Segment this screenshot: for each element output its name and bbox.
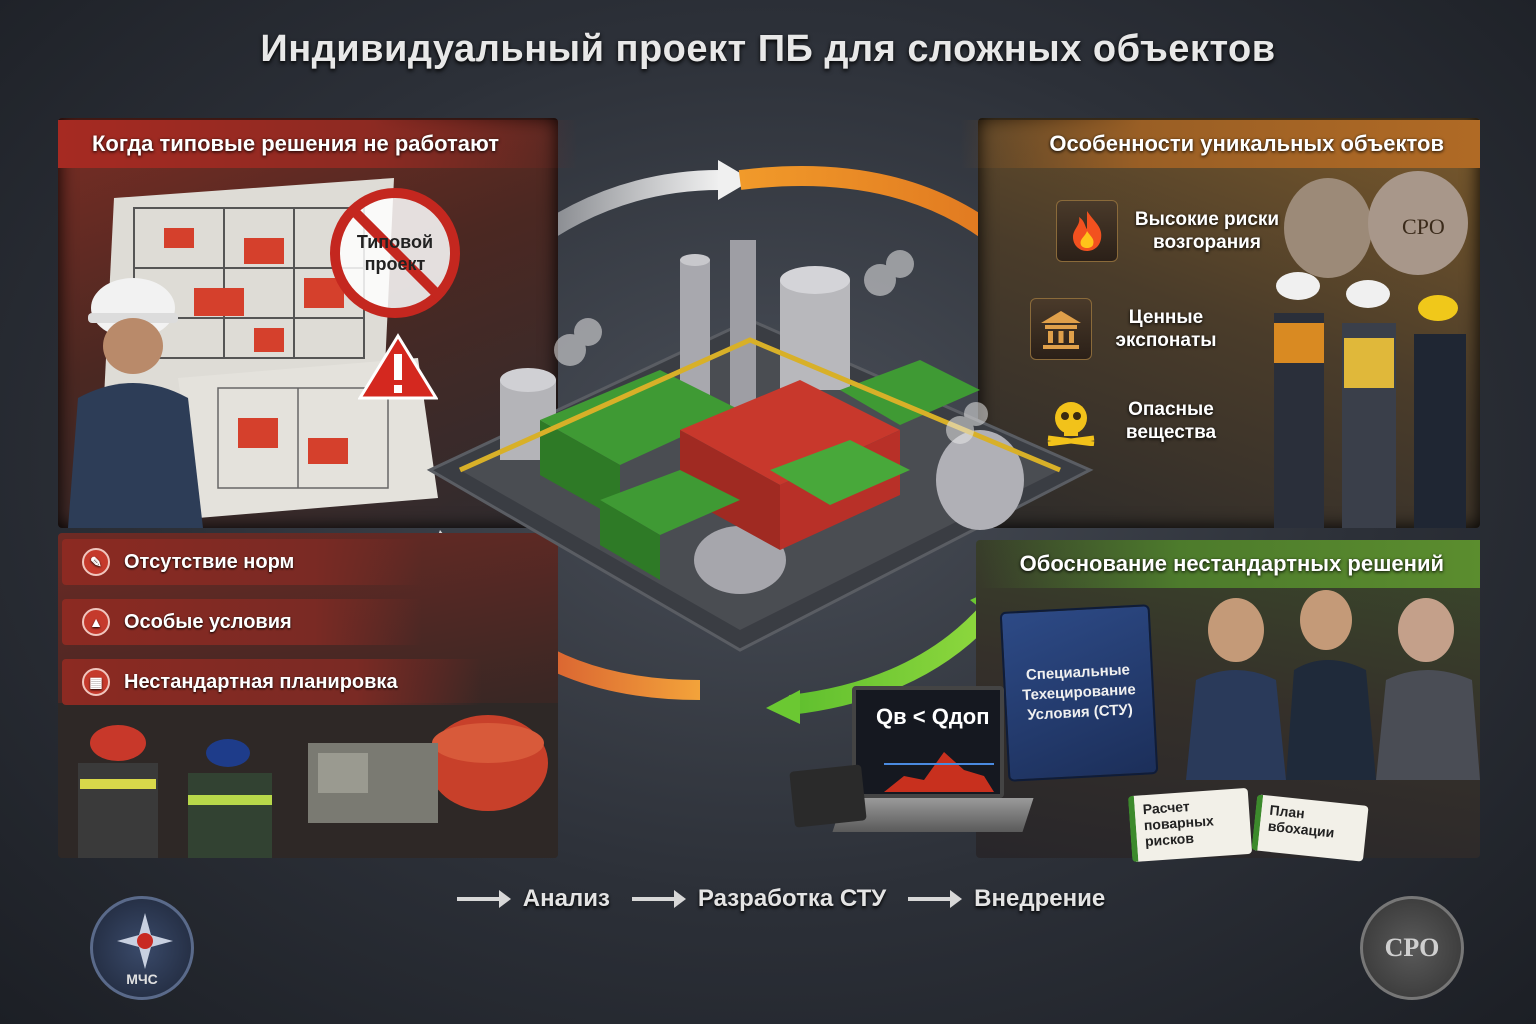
- flow-step-implementation: Внедрение: [974, 885, 1106, 912]
- laptop-chart: [884, 752, 994, 792]
- building-icon: ▦: [82, 668, 110, 696]
- tank-label: CPO: [1402, 214, 1445, 239]
- risk-fire: Высокие риски возгорания: [1056, 200, 1282, 262]
- doc-evacuation-plan-label: План вбохации: [1267, 801, 1336, 841]
- no-typical-project-stamp: Типовой проект: [330, 188, 460, 318]
- flow-arrow-1: [456, 890, 511, 908]
- risk-hazardous: Опасные вещества: [1040, 390, 1226, 452]
- industrial-plant-illustration: [426, 240, 1094, 652]
- risk-exhibits: Ценные экспонаты: [1030, 298, 1226, 360]
- doc-risk-calculation-label: Расчет поварных рисков: [1142, 797, 1215, 850]
- skull-icon: [1040, 390, 1102, 452]
- warning-icon: [358, 333, 438, 400]
- arrow-bottom-right-tail-head: [766, 690, 800, 724]
- flow-step-stu: Разработка СТУ: [697, 885, 887, 912]
- plant-buildings: [540, 360, 980, 580]
- header-typical-solutions: Когда типовые решения не работают: [58, 120, 578, 168]
- doc-risk-calculation: Расчет поварных рисков: [1127, 787, 1253, 863]
- pen-icon: ✎: [82, 548, 110, 576]
- museum-icon: [1030, 298, 1092, 360]
- header-justification: Обоснование нестандартных решений: [980, 540, 1480, 588]
- mchs-emblem-icon: [117, 913, 173, 969]
- arrow-top-right: [738, 166, 1007, 248]
- team-figures: [1186, 590, 1480, 780]
- person-icon: ▲: [82, 608, 110, 636]
- engineer-figure: [68, 278, 203, 528]
- mchs-logo-text: МЧС: [126, 971, 158, 987]
- arrow-top-left-head: [718, 160, 752, 200]
- risk-exhibits-label: Ценные экспонаты: [1115, 307, 1217, 351]
- flow-arrow-2: [631, 890, 686, 908]
- issue-no-norms: ✎ Отсутствие норм: [62, 539, 422, 585]
- laptop-screen: Qв < Qдоп: [852, 686, 1004, 798]
- page-title: Индивидуальный проект ПБ для сложных объ…: [260, 28, 1276, 70]
- header-unique-objects: Особенности уникальных объектов: [960, 120, 1480, 168]
- issue-special-conditions: ▲ Особые условия: [62, 599, 422, 645]
- laptop-formula: Qв < Qдоп: [876, 704, 990, 729]
- fire-icon: [1056, 200, 1118, 262]
- doc-evacuation-plan: План вбохации: [1251, 794, 1369, 862]
- workers-equipment-illustration: [58, 703, 558, 858]
- mchs-logo: МЧС: [90, 896, 194, 1000]
- issue-special-conditions-label: Особые условия: [124, 610, 292, 633]
- stamp-text: Типовой проект: [356, 232, 434, 274]
- tanks-background: CPO: [1284, 171, 1468, 278]
- panel-conditions: [58, 533, 558, 858]
- issue-nonstandard-layout-label: Нестандартная планировка: [124, 670, 398, 693]
- panel-typical-solutions: Типовой проект: [58, 118, 558, 528]
- flow-arrow-3: [908, 890, 963, 908]
- risk-fire-label: Высокие риски возгорания: [1134, 209, 1280, 253]
- inspectors-figures: [1274, 272, 1466, 528]
- flow-step-analysis: Анализ: [522, 885, 610, 912]
- arrow-bottom-right: [788, 603, 998, 715]
- risk-hazardous-label: Опасные вещества: [1125, 399, 1217, 443]
- issue-no-norms-label: Отсутствие норм: [124, 550, 295, 573]
- process-flow: Анализ Разработка СТУ Внедрение: [320, 872, 1220, 926]
- sro-logo: СРО: [1360, 896, 1464, 1000]
- calculator-icon: [789, 764, 867, 828]
- sro-logo-text: СРО: [1384, 933, 1440, 962]
- plant-smoke: [554, 250, 988, 444]
- issue-nonstandard-layout: ▦ Нестандартная планировка: [62, 659, 482, 705]
